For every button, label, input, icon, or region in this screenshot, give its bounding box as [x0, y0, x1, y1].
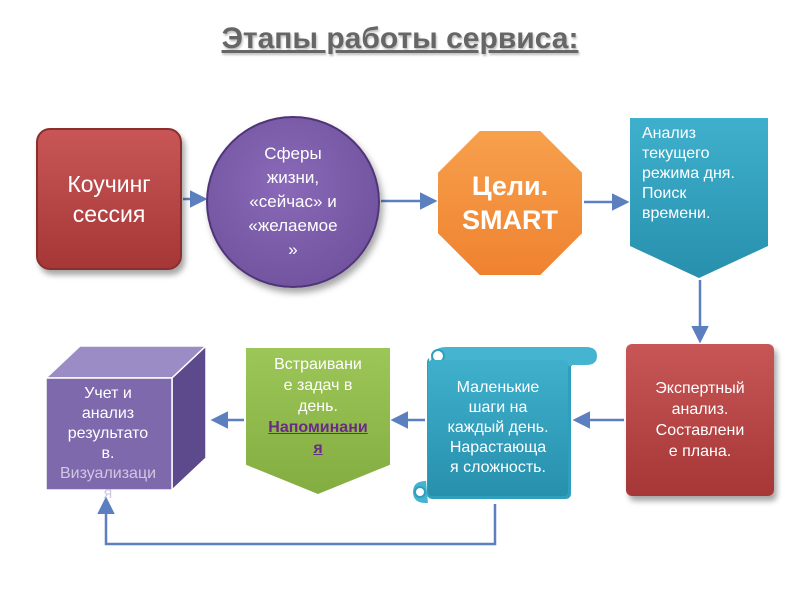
node-label-line: »	[288, 240, 298, 259]
cube-label: Учет и анализ результато в. Визуализаци …	[46, 378, 170, 502]
node-label-line: в.	[101, 445, 115, 462]
cube-front-face	[45, 377, 173, 491]
node-label-line: Поиск	[642, 185, 687, 202]
life-spheres-node: Сферы жизни, «сейчас» и «желаемое »	[206, 116, 380, 288]
node-label-line: Сферы	[264, 144, 322, 163]
node-label-line: день.	[298, 398, 338, 415]
node-label-line: SMART	[462, 205, 558, 235]
node-label-line: времени.	[642, 205, 711, 222]
node-label-line: результато	[67, 425, 149, 442]
node-label-line: е задач в	[283, 377, 353, 394]
small-steps-node: Маленькие шаги на каждый день. Нарастающ…	[428, 360, 568, 496]
task-embedding-node: Встраивани е задач в день. Напоминани я	[246, 348, 390, 494]
node-label-line: анализ	[81, 405, 135, 422]
node-label-line: Встраивани	[274, 356, 362, 373]
visualization-overflow-text: Визуализаци	[59, 465, 157, 482]
node-label-line: е плана.	[668, 443, 732, 460]
node-label-line: Коучинг	[67, 171, 151, 197]
node-label-line: Нарастающа	[449, 439, 547, 456]
daily-routine-analysis-node: Анализ текущего режима дня. Поиск времен…	[630, 118, 768, 278]
page-title: Этапы работы сервиса:	[221, 22, 579, 55]
node-label-line: Экспертный	[655, 380, 745, 397]
node-label-line: Анализ	[642, 125, 697, 142]
expert-analysis-node: Экспертный анализ. Составлени е плана.	[626, 344, 774, 496]
node-label-line: «желаемое	[248, 216, 338, 235]
node-label-line: каждый день.	[447, 419, 549, 436]
node-label-line: жизни,	[266, 168, 320, 187]
coaching-session-node: Коучинг сессия	[36, 128, 182, 270]
reminders-highlight: я	[313, 440, 323, 457]
node-label-line: анализ.	[671, 401, 729, 418]
arrow-feedback-loop	[97, 496, 497, 546]
smart-goals-node: Цели. SMART	[438, 131, 582, 275]
node-label-line: Цели.	[471, 171, 549, 201]
node-label-line: текущего	[642, 145, 710, 162]
node-label-line: Маленькие	[456, 379, 540, 396]
node-label-line: шаги на	[468, 399, 528, 416]
scroll-bottom-curl-dot	[414, 486, 426, 498]
node-label-line: Составлени	[655, 422, 745, 439]
cube-shape	[44, 344, 208, 492]
node-label-line: «сейчас» и	[249, 192, 337, 211]
node-label-line: я сложность.	[450, 459, 546, 476]
node-label-line: режима дня.	[642, 165, 735, 182]
reminders-highlight: Напоминани	[268, 419, 368, 436]
results-cube-node: Учет и анализ результато в. Визуализаци …	[40, 344, 210, 502]
visualization-overflow-text: я	[103, 485, 113, 502]
node-label-line: сессия	[72, 201, 146, 227]
node-label-line: Учет и	[84, 385, 132, 402]
